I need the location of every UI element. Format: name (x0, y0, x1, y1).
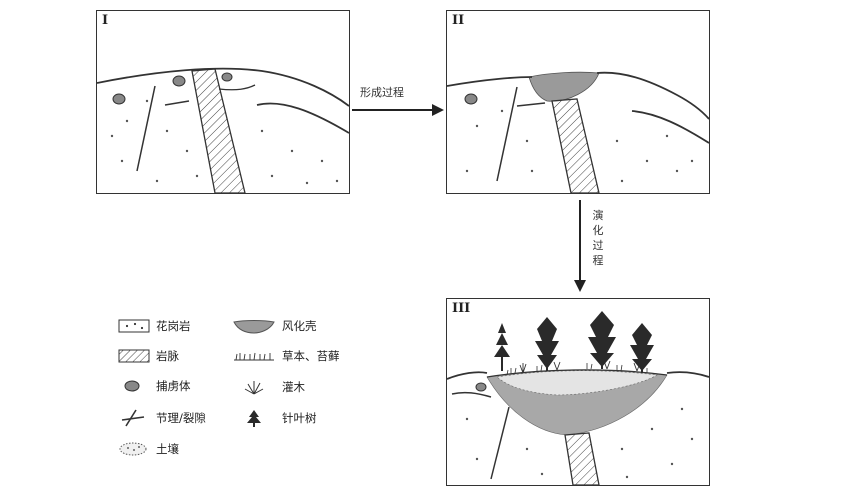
legend-weathering-crust: 风化壳 (232, 318, 317, 334)
panel-stage-1: I (96, 10, 350, 194)
xenolith (172, 75, 186, 87)
arrow-evolution (574, 200, 586, 292)
panel-label-2: II (452, 13, 465, 28)
weathering-crust (528, 71, 600, 102)
shrub-icon (244, 381, 264, 395)
legend-herbs-moss-label: 草本、苔藓 (282, 349, 340, 363)
legend-granite-label: 花岗岩 (156, 319, 191, 333)
panel-stage-2: II (446, 10, 710, 194)
conifer-icon (247, 410, 261, 427)
joint-line (490, 406, 510, 480)
joint-line (164, 100, 190, 106)
legend-joint-label: 节理/裂隙 (156, 411, 206, 425)
legend-weathering-crust-label: 风化壳 (282, 319, 317, 333)
dike-icon (118, 349, 150, 363)
legend-shrub: 灌木 (232, 378, 305, 396)
legend-soil: 土壤 (118, 440, 179, 458)
joint-line (496, 86, 518, 182)
joint-line (256, 102, 349, 134)
xenolith (221, 72, 233, 82)
legend-xenolith-label: 捕虏体 (156, 379, 191, 393)
herbs-moss (506, 363, 648, 376)
xenolith (475, 382, 487, 392)
weathering-crust-icon (233, 320, 275, 334)
joint-line (218, 84, 256, 91)
granite-dots (465, 407, 694, 479)
ground-surface (447, 71, 709, 120)
conifer-tree (588, 311, 616, 369)
stage-2-cross-section (447, 71, 709, 193)
conifer-tree (630, 323, 654, 373)
joint-line (451, 391, 492, 398)
dike (551, 98, 600, 193)
dike (564, 432, 600, 485)
granite-dots (110, 99, 339, 185)
soil-icon (119, 442, 147, 456)
legend-conifer-label: 针叶树 (282, 411, 317, 425)
xenolith-icon (124, 380, 140, 392)
soil-layer (496, 370, 658, 396)
legend-dike-label: 岩脉 (156, 349, 179, 363)
stage-3-cross-section (447, 311, 709, 485)
dike (191, 68, 246, 193)
panel-label-3: III (452, 301, 471, 316)
legend-herbs-moss: 草本、苔藓 (232, 348, 340, 364)
granite-icon (118, 319, 150, 333)
legend-joint: 节理/裂隙 (118, 408, 206, 428)
arrow-evolution-label: 演 化 过 程 (592, 209, 604, 267)
legend-conifer: 针叶树 (232, 408, 317, 428)
conifer-tree (494, 323, 510, 371)
ground-surface (486, 369, 668, 378)
shrub (519, 360, 641, 374)
arrow-formation-label: 形成过程 (360, 86, 404, 99)
stage-1-cross-section (97, 67, 349, 193)
joint-icon (121, 409, 145, 427)
xenolith (464, 93, 478, 105)
legend-soil-label: 土壤 (156, 442, 179, 456)
joint-line (631, 110, 709, 144)
arrow-formation (352, 104, 444, 116)
xenolith (112, 93, 126, 105)
herbs-moss-icon (234, 352, 274, 361)
legend-granite: 花岗岩 (118, 318, 191, 334)
legend-shrub-label: 灌木 (282, 380, 305, 394)
joint-line (136, 85, 156, 172)
granite-dots (465, 109, 694, 183)
panel-stage-3: III (446, 298, 710, 486)
conifer-tree (535, 317, 559, 371)
panel-label-1: I (102, 13, 109, 28)
legend-dike: 岩脉 (118, 348, 179, 364)
ground-surface (97, 67, 349, 107)
legend-xenolith: 捕虏体 (118, 378, 191, 394)
joint-line (516, 102, 546, 107)
ground-surface (447, 371, 709, 380)
